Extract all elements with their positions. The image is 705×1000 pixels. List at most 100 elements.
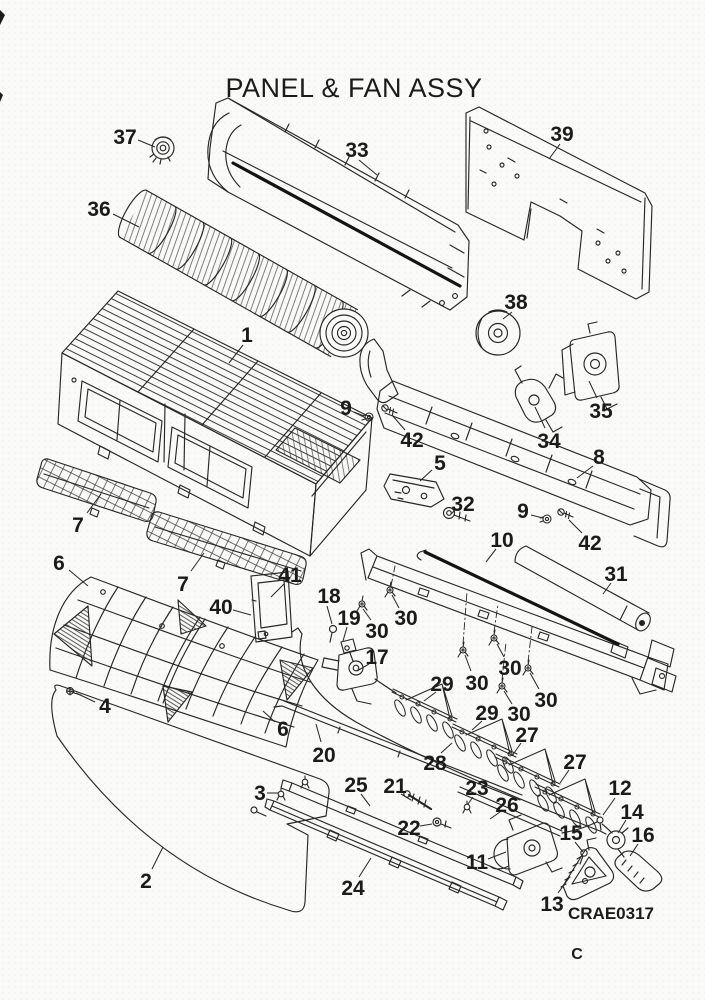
leader-line — [75, 692, 96, 703]
part-number-12: 12 — [608, 777, 631, 800]
leader-line — [358, 159, 378, 176]
leader-line — [419, 469, 433, 482]
part-30-clip — [384, 581, 396, 598]
part-15-bolt — [579, 849, 588, 865]
leader-line — [356, 663, 370, 672]
part-number-2: 2 — [140, 870, 152, 893]
part-number-24: 24 — [341, 877, 365, 900]
part-3-clip — [276, 787, 286, 801]
leader-line — [262, 710, 276, 723]
part-40-inner-plate — [257, 579, 288, 629]
leader-line — [559, 769, 570, 784]
part-16-rail-bracket — [614, 848, 663, 892]
part-number-35: 35 — [589, 400, 613, 423]
part-21-screw — [403, 790, 433, 811]
part-7-air-filter-right — [146, 511, 307, 586]
part-number-30: 30 — [394, 607, 417, 630]
leader-line — [391, 594, 400, 609]
part-number-6: 6 — [53, 552, 65, 575]
leader-line — [557, 877, 570, 894]
part-number-22: 22 — [397, 817, 420, 840]
leader-line — [568, 519, 583, 534]
part-5-mount-plate — [383, 473, 445, 508]
part-number-19: 19 — [337, 607, 360, 630]
part-36-crossflow-fan — [117, 189, 369, 358]
leader-line — [137, 139, 156, 148]
leader-line — [485, 548, 497, 563]
part-number-4: 4 — [99, 695, 111, 718]
part-24-rail — [264, 798, 508, 911]
part-29-vane-cluster — [451, 718, 518, 776]
part-30-clip — [488, 629, 500, 646]
leader-line — [588, 380, 598, 399]
part-number-13: 13 — [540, 893, 563, 916]
part-number-34: 34 — [537, 430, 561, 453]
part-number-16: 16 — [631, 824, 654, 847]
part-18-bolt — [328, 624, 338, 643]
part-number-36: 36 — [87, 198, 110, 221]
part-number-27: 27 — [515, 724, 538, 747]
leader-line — [68, 569, 89, 587]
leader-line — [440, 742, 453, 754]
leader-line — [362, 608, 372, 621]
leader-line — [190, 552, 205, 572]
leader-line — [617, 819, 627, 834]
part-11-stepping-motor — [489, 814, 563, 876]
part-number-11: 11 — [466, 851, 489, 874]
leader-line — [270, 583, 285, 598]
part-number-26: 26 — [495, 794, 518, 817]
part-number-9: 9 — [340, 397, 352, 420]
leader-line — [629, 843, 639, 857]
part-number-3: 3 — [254, 782, 266, 805]
leader-line — [360, 793, 371, 807]
leader-line — [353, 411, 365, 417]
part-1-main-chassis — [57, 290, 373, 557]
part-37-bushing — [149, 136, 175, 165]
part-number-5: 5 — [434, 452, 446, 475]
leader-line — [487, 851, 507, 860]
part-number-1: 1 — [241, 324, 253, 347]
part-12-pin — [596, 816, 604, 831]
leader-line — [534, 406, 546, 429]
leader-line — [358, 857, 372, 878]
part-42-screw — [557, 508, 574, 520]
part-32-screw — [442, 506, 471, 522]
part-number-42: 42 — [400, 429, 423, 452]
leader-line — [86, 493, 102, 514]
leader-line — [503, 690, 513, 705]
part-number-40: 40 — [209, 596, 232, 619]
leader-line — [471, 720, 483, 731]
part-42-screw — [381, 404, 398, 416]
part-10-heat-rod — [416, 549, 620, 646]
leader-line — [548, 143, 561, 160]
leader-line — [529, 672, 540, 690]
part-number-10: 10 — [490, 529, 513, 552]
leader-line — [342, 626, 348, 642]
part-number-30: 30 — [534, 689, 557, 712]
part-28-link-shaft — [273, 700, 523, 801]
part-25-rail — [280, 779, 524, 890]
scan-artifacts — [0, 10, 5, 102]
part-number-29: 29 — [475, 702, 498, 725]
part-38-drive-wheel — [475, 309, 521, 356]
part-number-31: 31 — [604, 563, 628, 586]
part-number-33: 33 — [345, 139, 368, 162]
leader-line — [326, 605, 333, 625]
part-number-39: 39 — [550, 123, 573, 146]
part-number-30: 30 — [498, 657, 521, 680]
leader-line — [423, 691, 437, 702]
part-number-20: 20 — [312, 744, 335, 767]
part-30-clip — [496, 677, 508, 694]
part-22-screw — [432, 817, 452, 829]
part-33-fan-casing — [207, 97, 470, 311]
part-number-32: 32 — [451, 493, 474, 516]
part-number-6: 6 — [277, 718, 289, 741]
part-number-29: 29 — [430, 673, 453, 696]
leader-line — [602, 582, 612, 595]
part-number-21: 21 — [383, 775, 407, 798]
leader-line — [400, 793, 412, 801]
part-number-25: 25 — [344, 774, 368, 797]
